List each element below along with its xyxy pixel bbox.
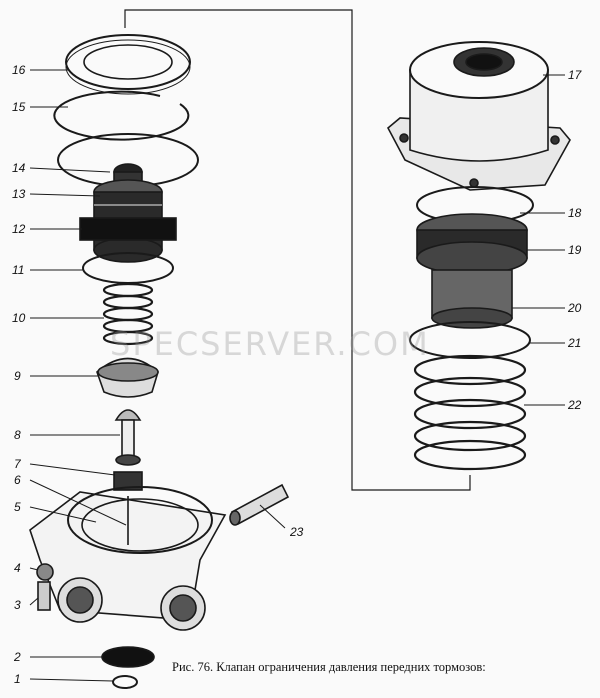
- label-6: 6: [14, 473, 21, 487]
- part-7-seat: [113, 471, 143, 491]
- label-1: 1: [14, 672, 21, 686]
- label-14: 14: [12, 161, 26, 175]
- part-1-washer: [112, 675, 138, 689]
- label-15: 15: [12, 100, 26, 114]
- label-19: 19: [568, 243, 582, 257]
- part-23-stud: [229, 483, 290, 526]
- part-21-ring: [409, 321, 531, 359]
- part-3-bolt: [36, 563, 54, 611]
- label-2: 2: [14, 650, 21, 664]
- label-12: 12: [12, 222, 26, 236]
- label-7: 7: [14, 457, 21, 471]
- connector-line: [124, 9, 471, 491]
- part-5-body: [29, 486, 227, 631]
- watermark: SPECSERVER.COM: [110, 325, 430, 363]
- label-23: 23: [290, 525, 304, 539]
- leader-lines: [29, 69, 565, 682]
- label-10: 10: [12, 311, 26, 325]
- label-11: 11: [12, 263, 25, 277]
- part-17-cover: [386, 41, 571, 191]
- part-15-snap-ring: [53, 90, 190, 141]
- part-16-washer: [65, 34, 191, 95]
- label-4: 4: [14, 561, 21, 575]
- label-16: 16: [12, 63, 26, 77]
- label-9: 9: [14, 369, 21, 383]
- label-22: 22: [568, 398, 582, 412]
- label-5: 5: [14, 500, 21, 514]
- part-22-spring: [413, 354, 527, 471]
- label-8: 8: [14, 428, 21, 442]
- label-18: 18: [568, 206, 582, 220]
- part-9-cup: [96, 357, 159, 398]
- part-2-diaphragm: [101, 646, 155, 668]
- part-20-cylinder: [431, 269, 513, 329]
- label-3: 3: [14, 598, 21, 612]
- label-17: 17: [568, 68, 582, 82]
- label-21: 21: [568, 336, 582, 350]
- part-19-piston-ring: [416, 213, 528, 275]
- part-8-valve: [114, 409, 142, 466]
- label-20: 20: [568, 301, 582, 315]
- part-10-spring: [102, 282, 154, 346]
- label-13: 13: [12, 187, 26, 201]
- figure-caption: Рис. 76. Клапан ограничения давления пер…: [172, 660, 486, 674]
- part-12-piston: [79, 179, 177, 263]
